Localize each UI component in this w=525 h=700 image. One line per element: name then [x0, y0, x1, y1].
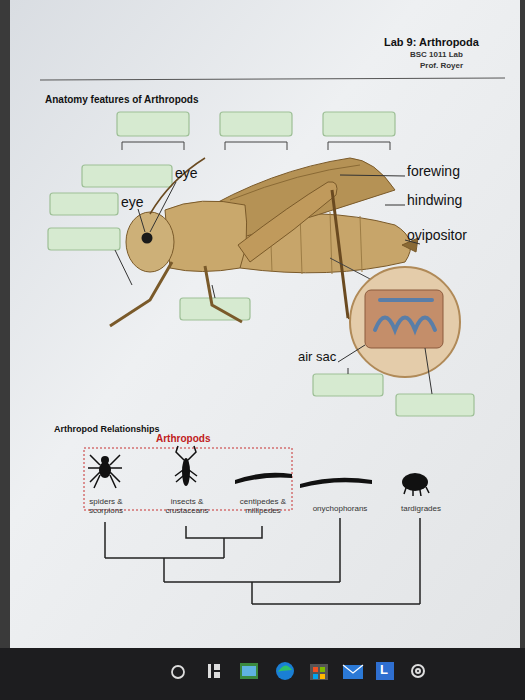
instructor: Prof. Royer — [420, 62, 463, 71]
taxon-label: onychophorans — [298, 505, 382, 514]
part-label: air sac — [298, 350, 336, 364]
part-label: ovipositor — [407, 228, 467, 243]
part-label: hindwing — [407, 193, 462, 208]
group-label: Arthropods — [156, 433, 210, 444]
worksheet-title: Lab 9: Arthropoda — [384, 36, 479, 48]
taxon-label: spiders & scorpions — [78, 498, 134, 516]
part-label: eye — [175, 166, 198, 181]
part-label: eye — [121, 195, 144, 210]
section-heading: Anatomy features of Arthropods — [45, 94, 199, 105]
app-icon-letter: L — [380, 663, 388, 677]
section-heading: Arthropod Relationships — [54, 425, 160, 435]
taxon-label: insects & crustaceans — [156, 498, 218, 516]
taxon-label: tardigrades — [390, 505, 452, 514]
taxon-label: centipedes & millipedes — [230, 498, 296, 516]
part-label: forewing — [407, 164, 460, 179]
course-code: BSC 1011 Lab — [410, 51, 463, 60]
